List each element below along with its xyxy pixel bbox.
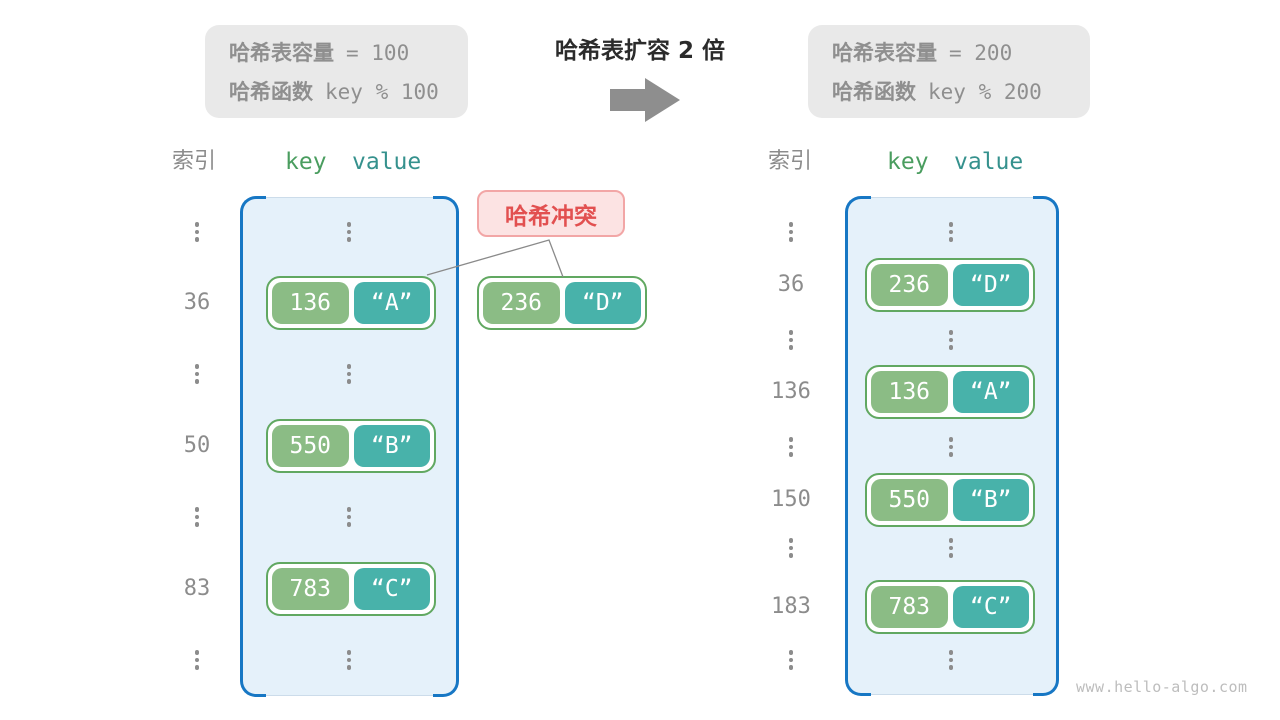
ellipsis-icon <box>194 650 200 670</box>
left-index-header: 索引 <box>172 149 217 174</box>
ellipsis-icon <box>788 650 794 670</box>
right-value-header: value <box>954 149 1024 175</box>
pair-236-D: 236 “D” <box>865 258 1035 312</box>
left-value-header: value <box>352 149 422 175</box>
hash-function-label: 哈希函数 <box>832 80 916 104</box>
right-bracket-icon <box>1033 196 1059 696</box>
pair-key: 783 <box>871 586 948 628</box>
right-key-header: key <box>887 149 929 175</box>
pair-136-A: 136 “A” <box>865 365 1035 419</box>
pair-value: “B” <box>952 479 1029 521</box>
hash-function-line: 哈希函数 key % 200 <box>832 76 1072 106</box>
ellipsis-icon <box>948 650 954 670</box>
left-index-50: 50 <box>183 433 211 458</box>
right-index-183: 183 <box>771 594 811 619</box>
capacity-before-box: 哈希表容量 = 100 哈希函数 key % 100 <box>205 25 468 118</box>
pair-key: 236 <box>871 264 948 306</box>
capacity-value: = 100 <box>346 41 410 65</box>
transition-title: 哈希表扩容 2 倍 <box>554 38 726 64</box>
left-bracket-icon <box>240 196 266 697</box>
ellipsis-icon <box>346 222 352 242</box>
pair-key: 136 <box>272 282 349 324</box>
pair-136-A: 136 “A” <box>266 276 436 330</box>
pair-value: “C” <box>353 568 430 610</box>
right-index-136: 136 <box>771 379 811 404</box>
hash-function-line: 哈希函数 key % 100 <box>229 76 450 106</box>
ellipsis-icon <box>194 507 200 527</box>
left-key-header: key <box>285 149 327 175</box>
pair-value: “A” <box>353 282 430 324</box>
ellipsis-icon <box>788 437 794 457</box>
pair-value: “B” <box>353 425 430 467</box>
watermark: www.hello-algo.com <box>1076 678 1248 696</box>
right-index-header: 索引 <box>768 149 813 174</box>
ellipsis-icon <box>788 222 794 242</box>
ellipsis-icon <box>194 222 200 242</box>
ellipsis-icon <box>346 364 352 384</box>
pair-value: “C” <box>952 586 1029 628</box>
ellipsis-icon <box>788 538 794 558</box>
pair-value: “D” <box>952 264 1029 306</box>
pair-key: 136 <box>871 371 948 413</box>
capacity-label: 哈希表容量 <box>229 41 334 65</box>
capacity-line: 哈希表容量 = 100 <box>229 37 450 67</box>
pair-key: 783 <box>272 568 349 610</box>
pair-236-D-conflicting: 236 “D” <box>477 276 647 330</box>
pair-783-C: 783 “C” <box>266 562 436 616</box>
pair-key: 550 <box>272 425 349 467</box>
ellipsis-icon <box>948 538 954 558</box>
capacity-label: 哈希表容量 <box>832 41 937 65</box>
ellipsis-icon <box>194 364 200 384</box>
pair-550-B: 550 “B” <box>865 473 1035 527</box>
left-index-83: 83 <box>183 576 211 601</box>
hash-function-label: 哈希函数 <box>229 80 313 104</box>
pair-key: 550 <box>871 479 948 521</box>
pair-783-C: 783 “C” <box>865 580 1035 634</box>
ellipsis-icon <box>948 222 954 242</box>
right-index-150: 150 <box>771 487 811 512</box>
ellipsis-icon <box>948 330 954 350</box>
capacity-after-box: 哈希表容量 = 200 哈希函数 key % 200 <box>808 25 1090 118</box>
ellipsis-icon <box>346 650 352 670</box>
left-index-36: 36 <box>183 290 211 315</box>
pair-550-B: 550 “B” <box>266 419 436 473</box>
hash-function-value: key % 200 <box>928 80 1042 104</box>
capacity-line: 哈希表容量 = 200 <box>832 37 1072 67</box>
pair-value: “D” <box>564 282 641 324</box>
right-bracket-icon <box>433 196 459 697</box>
ellipsis-icon <box>346 507 352 527</box>
pair-key: 236 <box>483 282 560 324</box>
ellipsis-icon <box>788 330 794 350</box>
pair-value: “A” <box>952 371 1029 413</box>
right-index-36: 36 <box>777 272 805 297</box>
capacity-value: = 200 <box>949 41 1013 65</box>
hash-function-value: key % 100 <box>325 80 439 104</box>
hash-conflict-callout: 哈希冲突 <box>477 190 625 237</box>
ellipsis-icon <box>948 437 954 457</box>
